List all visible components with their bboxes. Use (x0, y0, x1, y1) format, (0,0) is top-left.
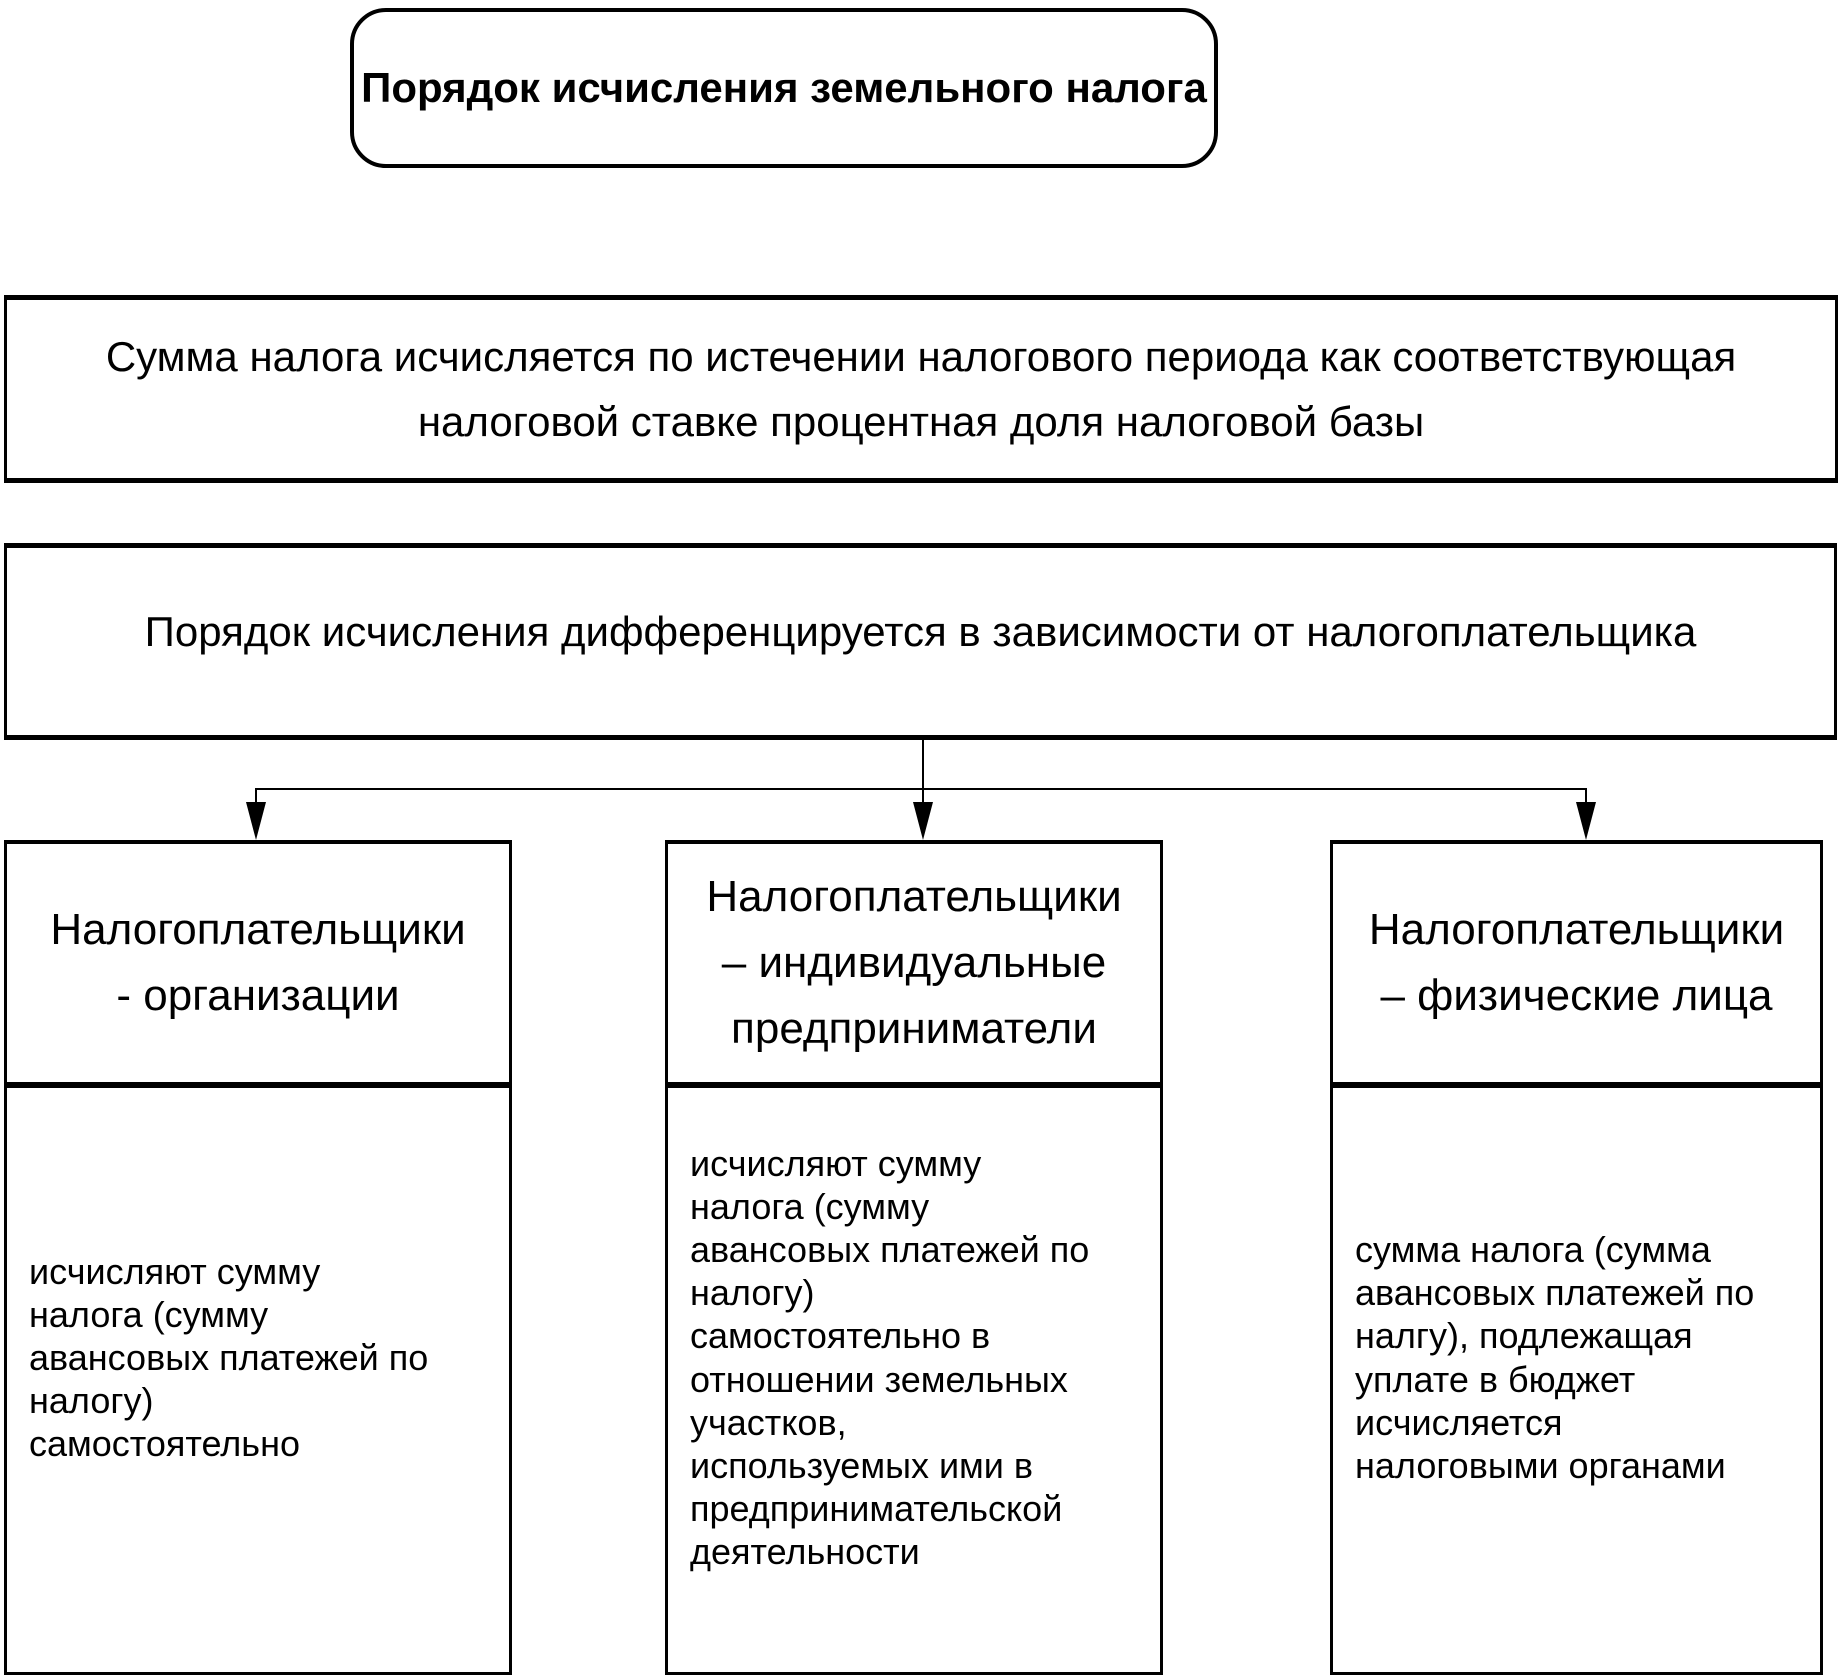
column-body-individual-entrepreneurs: исчисляют сумму налога (сумму авансовых … (665, 1085, 1163, 1675)
page-title: Порядок исчисления земельного налога (361, 64, 1207, 111)
column-header-individual-entrepreneurs: Налогоплательщики – индивидуальные предп… (665, 840, 1163, 1085)
connector-branch-line (255, 788, 1587, 790)
column-body-organizations: исчисляют сумму налога (сумму авансовых … (4, 1085, 512, 1675)
column-body-physical-persons: сумма налога (сумма авансовых платежей п… (1330, 1085, 1823, 1675)
column-header-organizations: Налогоплательщики - организации (4, 840, 512, 1085)
statement-box-differentiation: Порядок исчисления дифференцируется в за… (4, 543, 1837, 740)
statement-box-tax-sum: Сумма налога исчисляется по истечении на… (4, 295, 1838, 483)
column-header-physical-persons-label: Налогоплательщики – физические лица (1368, 905, 1785, 1020)
title-box: Порядок исчисления земельного налога (350, 8, 1218, 168)
connector-stem-line (922, 740, 924, 790)
arrow-down-icon (913, 802, 933, 840)
arrow-down-icon (246, 802, 266, 840)
column-header-organizations-label: Налогоплательщики - организации (50, 905, 466, 1020)
column-body-organizations-text: исчисляют сумму налога (сумму авансовых … (29, 1250, 429, 1465)
statement-text-tax-sum: Сумма налога исчисляется по истечении на… (105, 332, 1737, 445)
column-header-individual-entrepreneurs-label: Налогоплательщики – индивидуальные предп… (706, 872, 1122, 1053)
column-body-individual-entrepreneurs-text: исчисляют сумму налога (сумму авансовых … (690, 1142, 1090, 1573)
statement-text-differentiation: Порядок исчисления дифференцируется в за… (144, 607, 1697, 655)
column-header-physical-persons: Налогоплательщики – физические лица (1330, 840, 1823, 1085)
column-body-physical-persons-text: сумма налога (сумма авансовых платежей п… (1355, 1228, 1755, 1486)
arrow-down-icon (1576, 802, 1596, 840)
